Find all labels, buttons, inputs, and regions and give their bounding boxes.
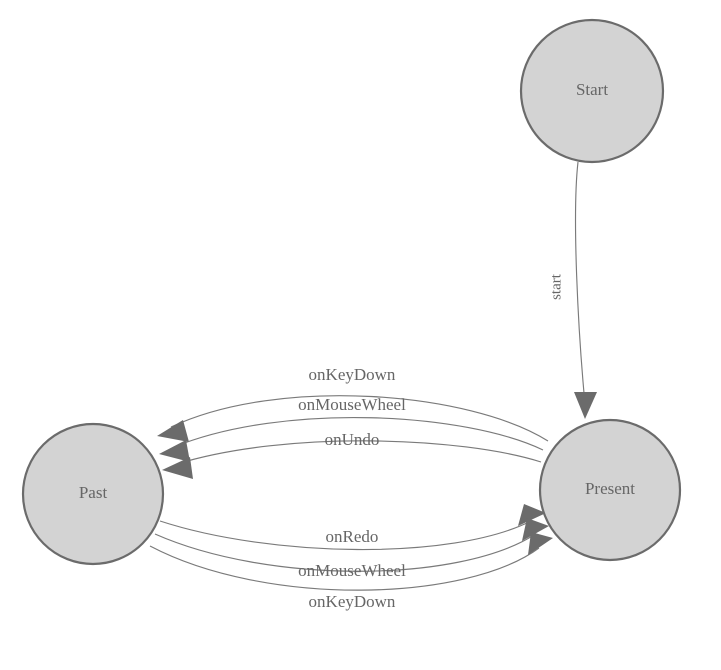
edge-present-past-onmousewheel-arrowhead [159, 440, 190, 462]
edge-present-past-onundo[interactable]: onUndo [162, 430, 542, 479]
edge-past-present-onredo-path [159, 520, 532, 551]
edge-past-present-onmousewheel-path [154, 533, 535, 572]
node-present-label: Present [585, 479, 635, 498]
edge-start-present-label: start [548, 273, 564, 300]
edge-start-present-arrowhead [574, 392, 597, 419]
node-start[interactable]: Start [519, 18, 665, 164]
edge-present-past-onmousewheel-label: onMouseWheel [298, 395, 406, 414]
edge-present-past-onmousewheel-path [173, 416, 544, 451]
node-past[interactable]: Past [21, 422, 165, 566]
edge-past-present-onmousewheel[interactable]: onMouseWheel [154, 518, 549, 580]
edge-start-present-path [574, 161, 586, 405]
edge-past-present-onkeydown-label: onKeyDown [309, 592, 396, 611]
edge-past-present-onkeydown-arrowhead [528, 532, 553, 555]
edge-present-past-onkeydown-path [170, 395, 549, 442]
edge-past-present-onredo[interactable]: onRedo [159, 504, 546, 551]
edge-present-past-onundo-arrowhead [162, 457, 193, 479]
edge-present-past-onundo-label: onUndo [325, 430, 380, 449]
edge-past-present-onkeydown[interactable]: onKeyDown [149, 532, 553, 611]
edge-past-present-onredo-arrowhead [518, 504, 546, 526]
edge-present-past-onkeydown[interactable]: onKeyDown [157, 365, 549, 442]
edge-past-present-onmousewheel-label: onMouseWheel [298, 561, 406, 580]
node-present-circle [538, 418, 682, 562]
node-past-circle [21, 422, 165, 566]
node-start-label: Start [576, 80, 608, 99]
edge-present-past-onkeydown-label: onKeyDown [309, 365, 396, 384]
edge-present-past-onundo-path [176, 440, 542, 465]
edge-present-past-onkeydown-arrowhead [157, 420, 189, 442]
edge-present-past-onmousewheel[interactable]: onMouseWheel [159, 395, 544, 462]
edge-past-present-onmousewheel-arrowhead [522, 518, 549, 541]
node-past-label: Past [79, 483, 108, 502]
node-present[interactable]: Present [538, 418, 682, 562]
edge-past-present-onredo-label: onRedo [326, 527, 379, 546]
node-start-circle [519, 18, 665, 164]
edge-start-present[interactable]: start [548, 161, 597, 419]
edge-past-present-onkeydown-path [149, 545, 540, 591]
